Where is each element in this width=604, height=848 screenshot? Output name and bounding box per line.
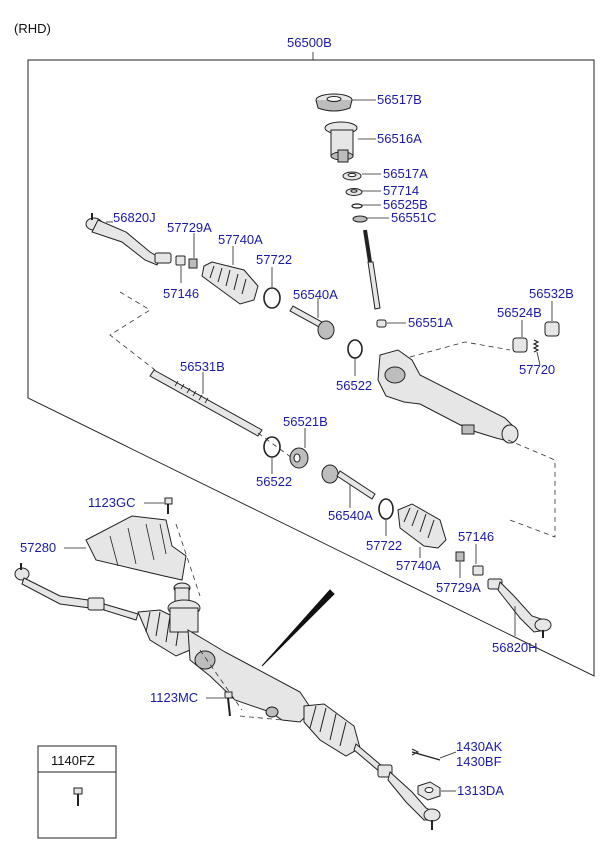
label-1430AK: 1430AK [456, 739, 503, 754]
clamp-57722-bot [378, 498, 394, 520]
label-56820H: 56820H [492, 640, 538, 655]
bellows-57740A-top [201, 261, 259, 305]
label-57280: 57280 [20, 540, 56, 555]
label-56516A: 56516A [377, 131, 422, 146]
inner-tie-rod-56540A-bot [321, 464, 376, 500]
tie-rod-end-56820J [85, 213, 172, 266]
bushing-56521B [289, 447, 309, 469]
tie-rod-end-56820H [487, 578, 552, 638]
label-56551C: 56551C [391, 210, 437, 225]
housing-56516A [324, 121, 358, 163]
heat-shield-57280 [85, 515, 187, 581]
spring-57720 [532, 339, 540, 353]
assembly-frame [27, 59, 595, 677]
assembly-label: 56500B [287, 35, 332, 50]
label-57720: 57720 [519, 362, 555, 377]
seal-56551A [376, 319, 387, 328]
nut-1313DA [417, 781, 441, 801]
ring-56522-top [347, 339, 363, 359]
clip-57729A-top [188, 258, 198, 269]
mount-cap-56517B [315, 93, 353, 112]
label-57740A-top: 57740A [218, 232, 263, 247]
label-56517A: 56517A [383, 166, 428, 181]
label-57722-bot: 57722 [366, 538, 402, 553]
cotter-pin-1430AK [411, 748, 441, 761]
clamp-57722-top [263, 287, 281, 309]
rack-bar-56531B [149, 369, 263, 437]
seal-56551C [352, 215, 368, 223]
bolt-1140FZ-icon [73, 787, 83, 806]
label-56540A-top: 56540A [293, 287, 338, 302]
legend-box-label: 1140FZ [51, 753, 95, 768]
label-57722-top: 57722 [256, 252, 292, 267]
label-56522-bot: 56522 [256, 474, 292, 489]
gear-housing [377, 349, 519, 444]
label-57714: 57714 [383, 183, 419, 198]
ring-56522-bot [263, 436, 281, 458]
label-56532B: 56532B [529, 286, 574, 301]
label-56525B: 56525B [383, 197, 428, 212]
label-56540A-bot: 56540A [328, 508, 373, 523]
label-56524B: 56524B [497, 305, 542, 320]
pinion-shaft [363, 229, 381, 310]
legend-box: 1140FZ [37, 745, 117, 839]
label-57740A-bot: 57740A [396, 558, 441, 573]
label-56517B: 56517B [377, 92, 422, 107]
snap-ring-56525B [351, 203, 363, 209]
label-56522-top: 56522 [336, 378, 372, 393]
bearing-56517A [342, 171, 362, 181]
label-1313DA: 1313DA [457, 783, 504, 798]
label-57729A-bot: 57729A [436, 580, 481, 595]
direction-arrow [261, 589, 335, 667]
label-56521B: 56521B [283, 414, 328, 429]
inner-tie-rod-56540A-top [289, 305, 335, 340]
washer-57714 [345, 188, 363, 196]
bolt-1123GC [164, 497, 173, 514]
yoke-56524B [512, 337, 528, 353]
clip-57729A-bot [455, 551, 465, 562]
label-56820J: 56820J [113, 210, 156, 225]
nut-57146-bot [472, 565, 484, 576]
bolt-1123MC [224, 691, 233, 717]
label-56551A: 56551A [408, 315, 453, 330]
nut-57146-top [175, 255, 186, 266]
label-1430BF: 1430BF [456, 754, 502, 769]
label-1123MC: 1123MC [150, 690, 198, 705]
label-57146-top: 57146 [163, 286, 199, 301]
variant-label: (RHD) [14, 21, 51, 36]
label-56531B: 56531B [180, 359, 225, 374]
bellows-57740A-bot [397, 503, 447, 549]
label-57146-bot: 57146 [458, 529, 494, 544]
yoke-plug-56532B [544, 321, 560, 337]
label-57729A-top: 57729A [167, 220, 212, 235]
assembled-steering-gear [14, 563, 441, 830]
label-1123GC: 1123GC [88, 495, 135, 510]
